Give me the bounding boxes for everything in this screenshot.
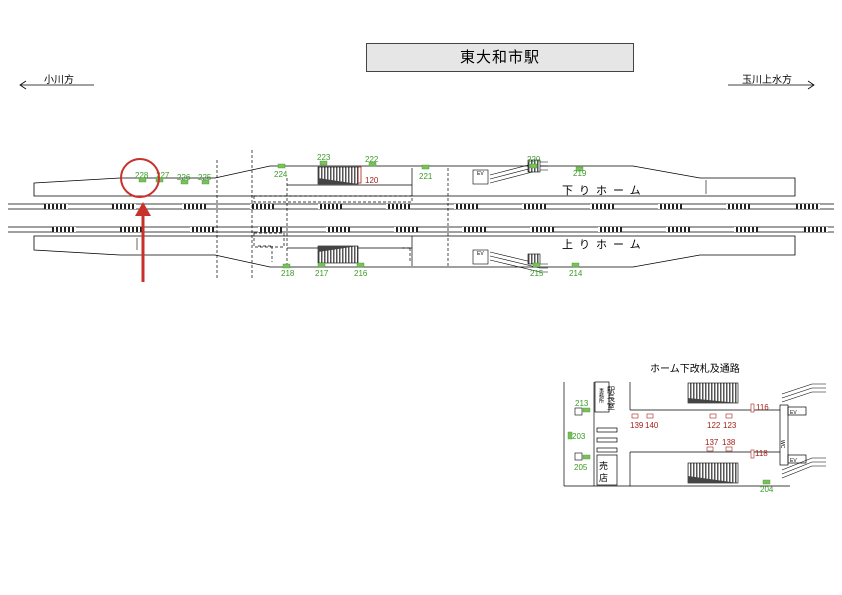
svg-text:224: 224 xyxy=(274,170,288,179)
left-arrow-icon xyxy=(19,80,94,90)
svg-text:122: 122 xyxy=(707,421,721,430)
highlight-circle xyxy=(120,158,160,198)
svg-text:120: 120 xyxy=(365,176,379,185)
svg-text:228: 228 xyxy=(135,171,149,180)
concourse-title: ホーム下改札及通路 xyxy=(650,362,740,375)
svg-text:116: 116 xyxy=(756,403,769,412)
shop-label-2: 店 xyxy=(599,472,608,483)
direction-left-label: 小川方 xyxy=(44,75,74,86)
svg-text:215: 215 xyxy=(530,269,544,278)
svg-text:223: 223 xyxy=(317,153,331,162)
highlight-arrow-icon xyxy=(135,202,151,282)
svg-text:140: 140 xyxy=(645,421,659,430)
svg-text:214: 214 xyxy=(569,269,583,278)
concourse-escalators xyxy=(781,383,826,479)
wc-label: WC xyxy=(779,440,785,449)
concourse-plan xyxy=(563,381,807,487)
svg-text:219: 219 xyxy=(573,169,587,178)
up-platform xyxy=(33,235,796,268)
svg-text:203: 203 xyxy=(572,432,586,441)
elevator-down xyxy=(472,169,489,185)
office-label: 事務所 xyxy=(598,387,604,404)
direction-right-label: 玉川上水方 xyxy=(742,75,792,86)
svg-text:220: 220 xyxy=(527,155,541,164)
svg-text:225: 225 xyxy=(198,173,212,182)
svg-text:227: 227 xyxy=(156,171,170,180)
station-title: 東大和市駅 xyxy=(366,43,634,72)
down-platform xyxy=(33,165,796,197)
direction-left: 小川方 xyxy=(18,73,94,90)
ev-label-concourse-2: EV xyxy=(790,458,797,464)
escalator-down xyxy=(489,159,548,184)
up-platform-label: 上りホーム xyxy=(562,238,647,251)
up-cam-labels: 218 217 216 215 214 xyxy=(281,269,583,278)
svg-text:204: 204 xyxy=(760,485,774,494)
svg-text:216: 216 xyxy=(354,269,368,278)
shop-label-1: 売 xyxy=(599,460,608,471)
svg-text:217: 217 xyxy=(315,269,329,278)
station-master-label: 駅長室 xyxy=(607,386,616,410)
svg-text:221: 221 xyxy=(419,172,433,181)
elevator-up xyxy=(472,249,489,265)
down-cam-labels: 228 227 226 225 224 223 222 120 221 220 … xyxy=(135,153,587,185)
right-arrow-icon xyxy=(728,80,815,90)
concourse-cam-labels: 213 203 205 204 116 139 140 122 123 137 … xyxy=(572,399,774,494)
svg-text:226: 226 xyxy=(177,173,191,182)
svg-text:222: 222 xyxy=(365,155,379,164)
svg-text:139: 139 xyxy=(630,421,644,430)
svg-text:213: 213 xyxy=(575,399,589,408)
ev-label-up: EV xyxy=(477,251,484,257)
direction-right: 玉川上水方 xyxy=(728,73,815,90)
down-platform-label: 下りホーム xyxy=(562,184,647,197)
svg-text:218: 218 xyxy=(281,269,295,278)
svg-text:123: 123 xyxy=(723,421,737,430)
svg-text:118: 118 xyxy=(755,449,768,458)
ev-label-concourse-1: EV xyxy=(790,410,797,416)
svg-text:137: 137 xyxy=(705,438,719,447)
svg-text:205: 205 xyxy=(574,463,588,472)
tracks xyxy=(8,203,834,233)
svg-text:138: 138 xyxy=(722,438,736,447)
ev-label-down: EV xyxy=(477,171,484,177)
